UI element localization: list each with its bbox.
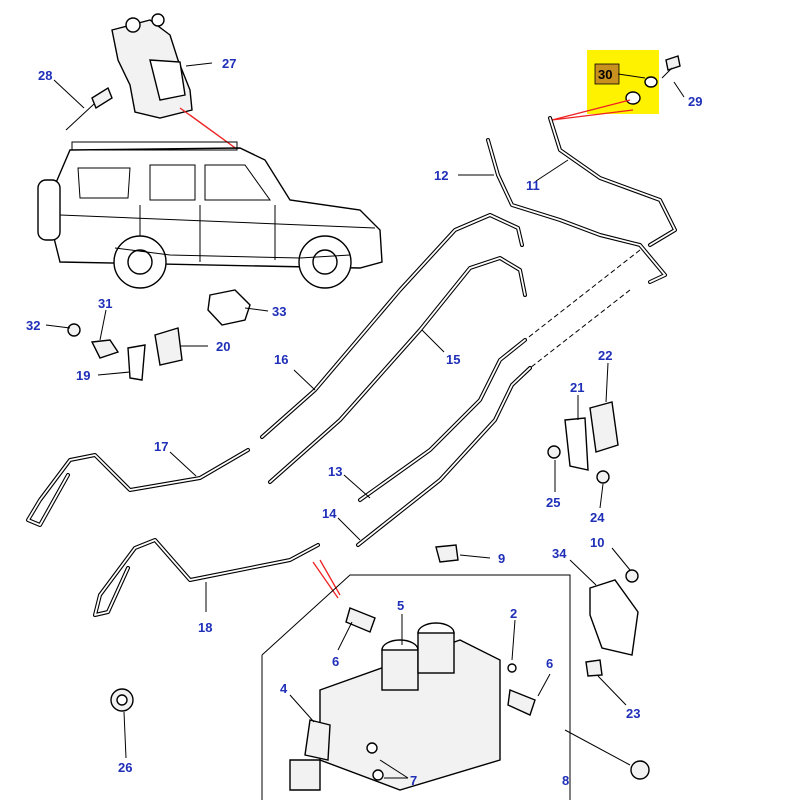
callout-33: 33 [272,304,286,319]
callout-29: 29 [688,94,702,109]
red-leader-30 [551,99,634,121]
callout-15: 15 [446,352,460,367]
red-leader-block [312,559,341,599]
part-26-nut [110,688,134,712]
callout-12: 12 [434,168,448,183]
callout-10: 10 [590,535,604,550]
pipe-13 [358,338,527,502]
callout-9: 9 [498,551,505,566]
pipe-17 [26,448,250,527]
part-10-bolt [625,569,639,583]
part-34-plate [589,579,639,656]
pipe-18 [93,538,320,617]
part-32-nut [67,323,81,337]
callout-27: 27 [222,56,236,71]
callout-21: 21 [570,380,584,395]
callout-17: 17 [154,439,168,454]
dashed-link-11 [524,249,641,341]
part-33-clamp [207,289,251,326]
part-30-parts [625,76,658,105]
part-27-bracket [111,13,193,119]
callout-11: 11 [526,178,540,193]
pipe-15 [268,256,527,484]
callout-20: 20 [216,339,230,354]
callout-32: 32 [26,318,40,333]
callout-7: 7 [410,773,417,788]
callout-28: 28 [38,68,52,83]
callout-13: 13 [328,464,342,479]
part-29-bolt [661,55,681,79]
callout-31: 31 [98,296,112,311]
part-21-bracket [564,417,589,471]
callout-6-right: 6 [546,656,553,671]
callout-22: 22 [598,348,612,363]
pipe-14 [356,366,532,547]
callout-8: 8 [562,773,569,788]
part-25-bolt [547,445,561,459]
part-28-fastener [65,86,113,131]
callout-14: 14 [322,506,337,521]
leader-lines [45,62,685,779]
part-19-clip [127,344,146,381]
vehicle-illustration [37,141,383,289]
part-31-sensor [90,339,120,359]
callout-24: 24 [590,510,605,525]
callout-23: 23 [626,706,640,721]
part-23-clip [585,659,603,677]
callout-labels: 27 28 30 29 11 12 16 15 13 14 17 18 32 3… [26,56,702,788]
callout-18: 18 [198,620,212,635]
part-24-bolt [596,470,610,484]
callout-34: 34 [552,546,567,561]
part-9-fitting [435,544,459,563]
callout-16: 16 [274,352,288,367]
part-8-bolt [564,729,650,780]
dashed-link-12 [529,289,631,369]
callout-25: 25 [546,495,560,510]
callout-19: 19 [76,368,90,383]
pipe-12 [486,138,667,284]
callout-2: 2 [510,606,517,621]
pipe-11 [548,116,677,247]
valve-block-detail [261,574,571,800]
part-22-block [589,401,619,453]
part-20-bracket [154,327,183,366]
callout-30: 30 [598,67,612,82]
callout-5: 5 [397,598,404,613]
callout-4: 4 [280,681,288,696]
callout-26: 26 [118,760,132,775]
callout-6-top: 6 [332,654,339,669]
